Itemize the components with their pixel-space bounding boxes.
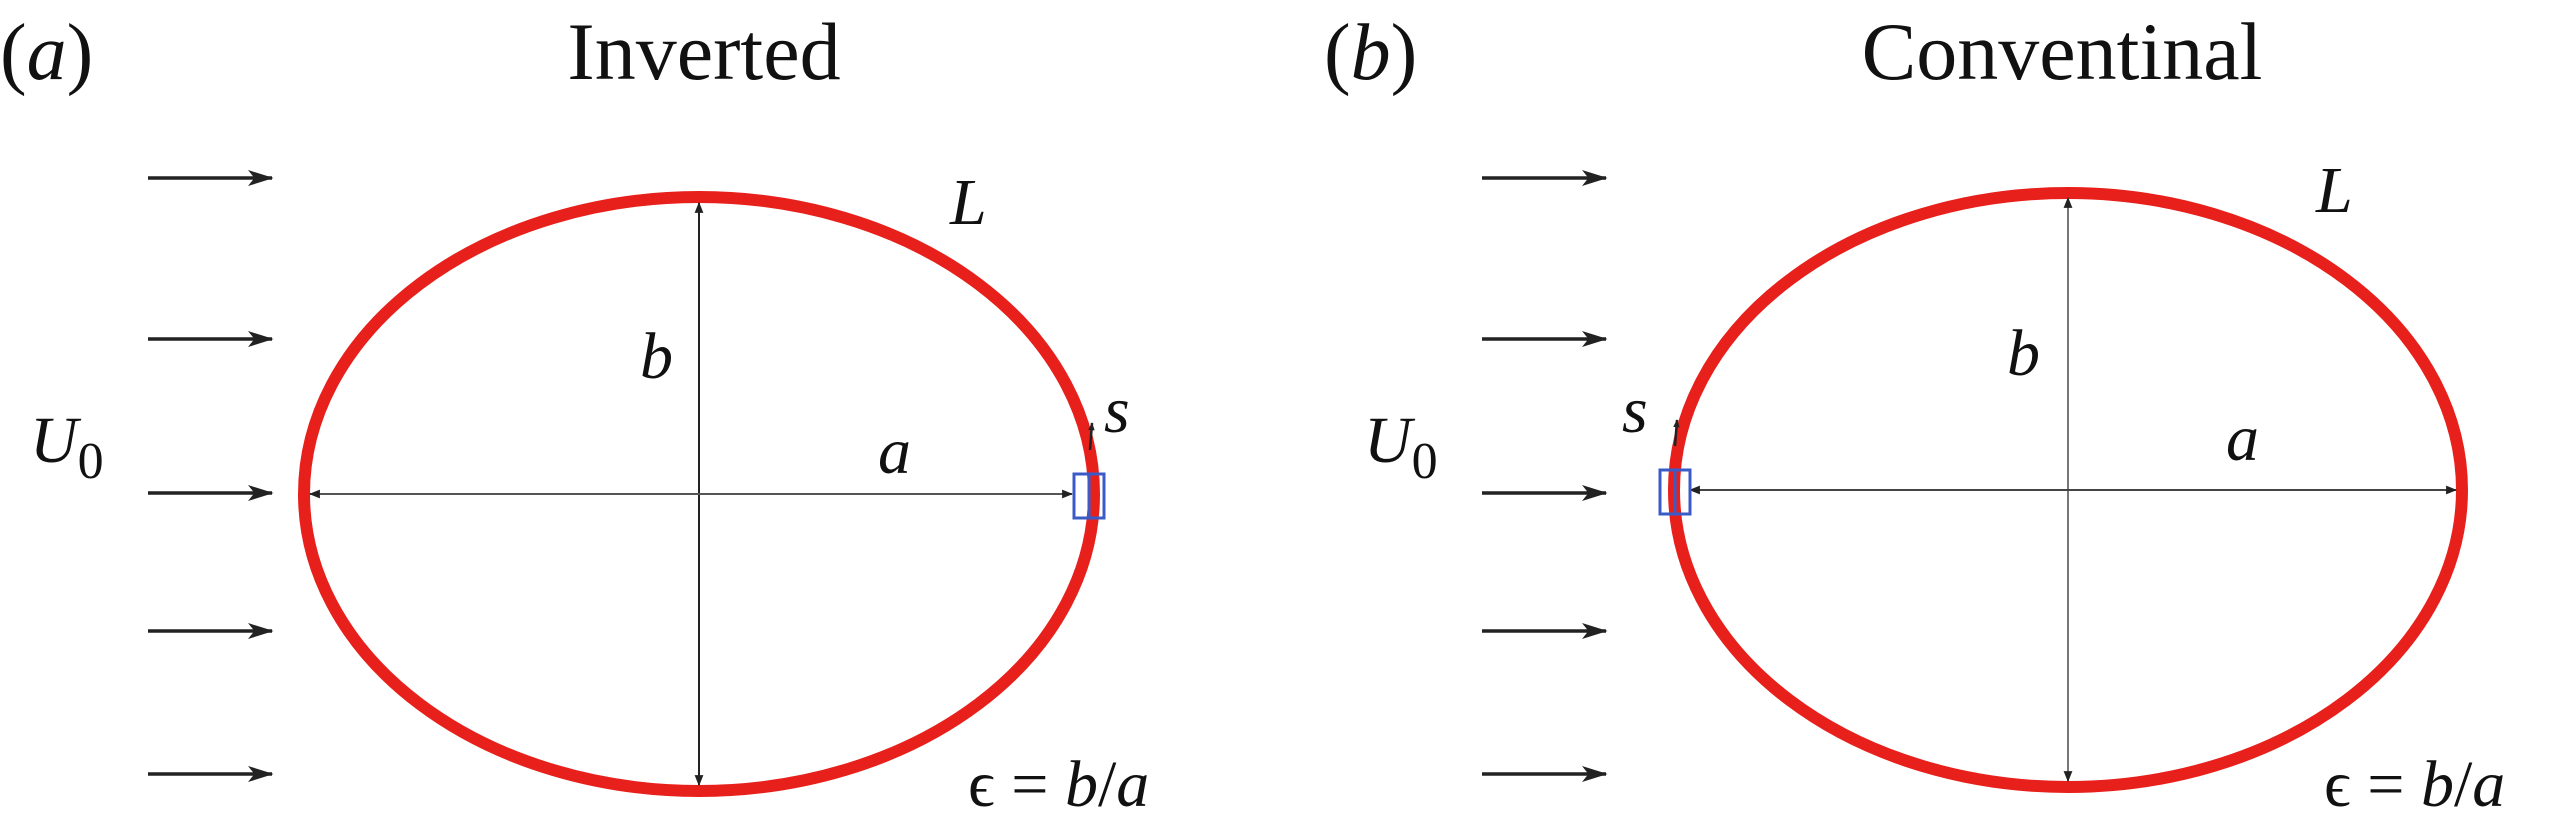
panel-b-tag: (b) bbox=[1324, 9, 1417, 97]
panel-a: (a) Inverted U0 b a s L ϵ = b/a bbox=[0, 6, 1149, 821]
panel-a-flow-arrows bbox=[148, 170, 274, 782]
panel-a-major-axis-label: a bbox=[878, 415, 911, 488]
panel-b-arc-direction-arrow bbox=[1673, 419, 1680, 447]
panel-a-ellipse bbox=[298, 191, 1100, 797]
panel-b-arc-length-label: s bbox=[1622, 374, 1648, 447]
panel-b-aspect-ratio: ϵ = b/a bbox=[2324, 748, 2505, 821]
panel-a-curve-label: L bbox=[949, 166, 987, 239]
panel-b: (b) Conventinal U0 b a s L ϵ = b/a bbox=[1324, 6, 2505, 821]
panel-b-curve-label: L bbox=[2315, 154, 2353, 227]
panel-b-flow-label: U0 bbox=[1364, 404, 1438, 490]
panel-a-flow-label: U0 bbox=[30, 404, 104, 490]
panel-a-title: Inverted bbox=[567, 6, 840, 97]
panel-a-aspect-ratio: ϵ = b/a bbox=[968, 748, 1149, 821]
panel-b-minor-axis-label: b bbox=[2007, 317, 2040, 390]
panel-a-arc-direction-arrow bbox=[1088, 422, 1095, 451]
panel-a-minor-axis-label: b bbox=[640, 320, 673, 393]
panel-b-title: Conventinal bbox=[1862, 6, 2263, 97]
panel-b-major-axis-label: a bbox=[2226, 402, 2259, 475]
panel-a-tag: (a) bbox=[0, 9, 93, 97]
panel-a-arc-length-label: s bbox=[1104, 374, 1130, 447]
panel-b-flow-arrows bbox=[1482, 170, 1608, 782]
